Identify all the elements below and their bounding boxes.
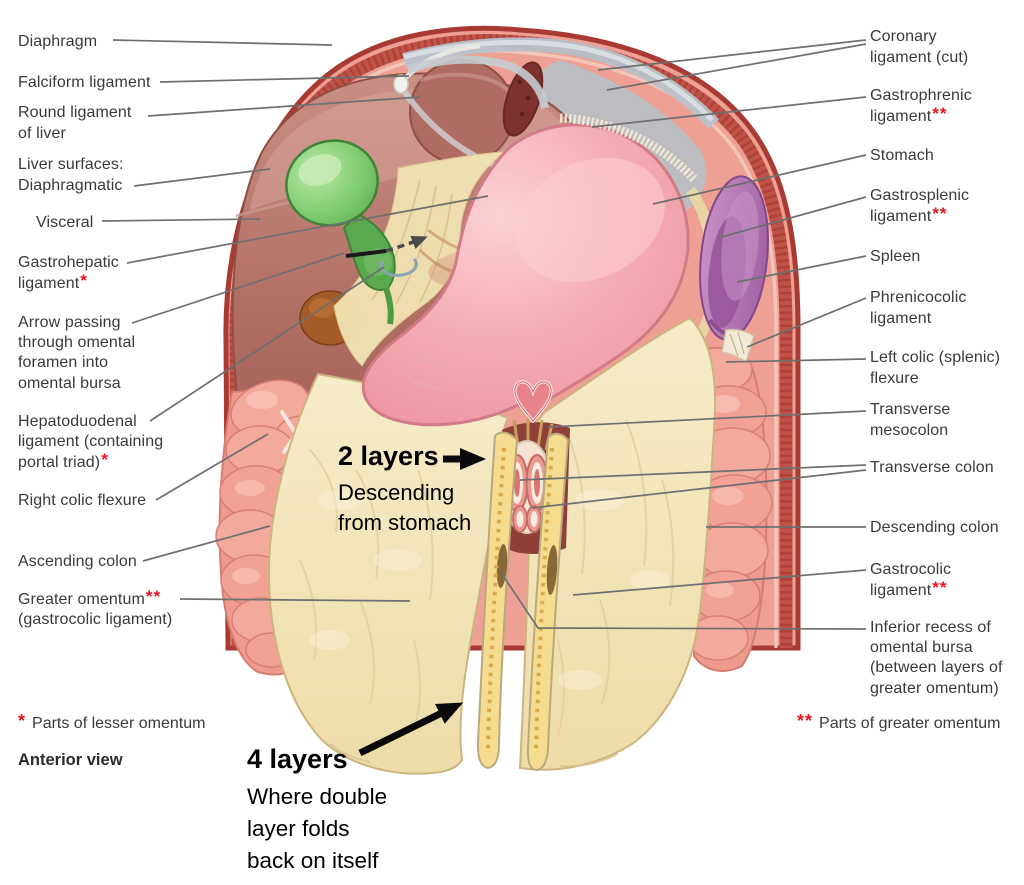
lesser-asterisk: * bbox=[18, 711, 27, 731]
leader-lines bbox=[101, 39, 867, 630]
label-gastrohepatic-ligament: Gastrohepatic ligament* bbox=[18, 254, 119, 292]
label-phrenicocolic-ligament: Phrenicocolic ligament bbox=[870, 289, 967, 327]
annotation-arrows bbox=[358, 448, 486, 757]
leader-gastrocolic bbox=[572, 569, 867, 596]
leader-visceral-surface bbox=[101, 218, 261, 222]
leader-diaphragmatic-surface bbox=[133, 168, 271, 187]
four-layers-arrow bbox=[358, 702, 464, 757]
label-hepatoduodenal-ligament: Hepatoduodenal ligament (containing port… bbox=[18, 413, 164, 471]
label-greater-omentum: Greater omentum** (gastrocolic ligament) bbox=[18, 587, 173, 628]
label-gastrosplenic-ligament: Gastrosplenic ligament** bbox=[870, 187, 970, 225]
label-transverse-mesocolon: Transverse mesocolon bbox=[870, 401, 951, 439]
leader-transverse-colon-1 bbox=[519, 464, 867, 481]
leader-transverse-mesocolon bbox=[547, 410, 867, 428]
greater-curvature-cut bbox=[513, 380, 553, 424]
leader-inferior-recess bbox=[501, 573, 867, 630]
label-coronary-ligament: Coronary ligament (cut) bbox=[870, 28, 969, 66]
label-transverse-colon: Transverse colon bbox=[870, 459, 994, 476]
two-layers-title: 2 layers bbox=[338, 441, 439, 471]
label-visceral-surface: Visceral bbox=[36, 214, 94, 231]
omentum-cut-edge-left bbox=[476, 431, 519, 770]
two-layers-body: Descending from stomach bbox=[338, 480, 472, 535]
anterior-view-label: Anterior view bbox=[18, 751, 123, 769]
leader-falciform bbox=[159, 75, 410, 83]
leader-phrenicocolic bbox=[746, 297, 867, 348]
transverse-mesocolon-cut bbox=[512, 418, 554, 451]
leader-diaphragm bbox=[112, 39, 333, 46]
leader-transverse-colon-2 bbox=[531, 469, 867, 509]
leader-stomach bbox=[652, 154, 867, 205]
leader-round-ligament bbox=[147, 96, 421, 117]
label-left-colic-flexure: Left colic (splenic) flexure bbox=[870, 349, 1001, 387]
label-right-colic-flexure: Right colic flexure bbox=[18, 492, 147, 509]
leader-coronary-2 bbox=[606, 43, 867, 91]
four-layers-body: Where double layer folds back on itself bbox=[247, 784, 388, 873]
leader-gastrosplenic bbox=[717, 196, 867, 239]
falciform-ligament bbox=[393, 43, 549, 175]
leader-right-colic-flexure bbox=[155, 433, 269, 501]
leader-left-colic-flexure bbox=[725, 358, 867, 363]
leader-spleen bbox=[736, 255, 867, 283]
label-arrow-passing: Arrow passing through omental foramen in… bbox=[18, 314, 136, 392]
greater-asterisk: ** bbox=[797, 711, 814, 731]
label-spleen: Spleen bbox=[870, 248, 921, 265]
greater-omentum-left-flap bbox=[267, 372, 510, 775]
leader-greater-omentum bbox=[179, 598, 411, 602]
label-stomach: Stomach bbox=[870, 147, 934, 164]
label-round-ligament: Round ligament of liver bbox=[18, 104, 132, 142]
label-gastrocolic-ligament: Gastrocolic ligament** bbox=[870, 561, 952, 599]
omentum-cut-edge-right bbox=[526, 432, 570, 772]
footnote-greater-omentum: **Parts of greater omentum bbox=[797, 711, 1001, 732]
four-layers-title: 4 layers bbox=[247, 744, 348, 774]
inferior-recess-opening-right bbox=[546, 545, 558, 595]
label-gastrophrenic-ligament: Gastrophrenic ligament** bbox=[870, 87, 972, 125]
leader-ascending-colon bbox=[142, 525, 271, 562]
label-descending-colon: Descending colon bbox=[870, 519, 999, 536]
spleen bbox=[685, 175, 769, 342]
leader-coronary-1 bbox=[597, 39, 867, 71]
leader-gastrophrenic bbox=[591, 96, 867, 128]
leader-arrow-passing bbox=[131, 252, 345, 324]
round-ligament-of-liver bbox=[393, 74, 409, 94]
leader-hepatoduodenal bbox=[149, 266, 385, 422]
label-liver-surfaces: Liver surfaces: Diaphragmatic bbox=[18, 156, 124, 194]
label-inferior-recess: Inferior recess of omental bursa (betwee… bbox=[870, 619, 1003, 697]
label-diaphragm: Diaphragm bbox=[18, 33, 98, 50]
leader-gastrohepatic bbox=[126, 195, 489, 264]
label-falciform-ligament: Falciform ligament bbox=[18, 74, 151, 91]
label-ascending-colon: Ascending colon bbox=[18, 553, 137, 570]
omental-bursa-slit bbox=[476, 418, 570, 772]
footnote-lesser-omentum: *Parts of lesser omentum bbox=[18, 711, 206, 732]
